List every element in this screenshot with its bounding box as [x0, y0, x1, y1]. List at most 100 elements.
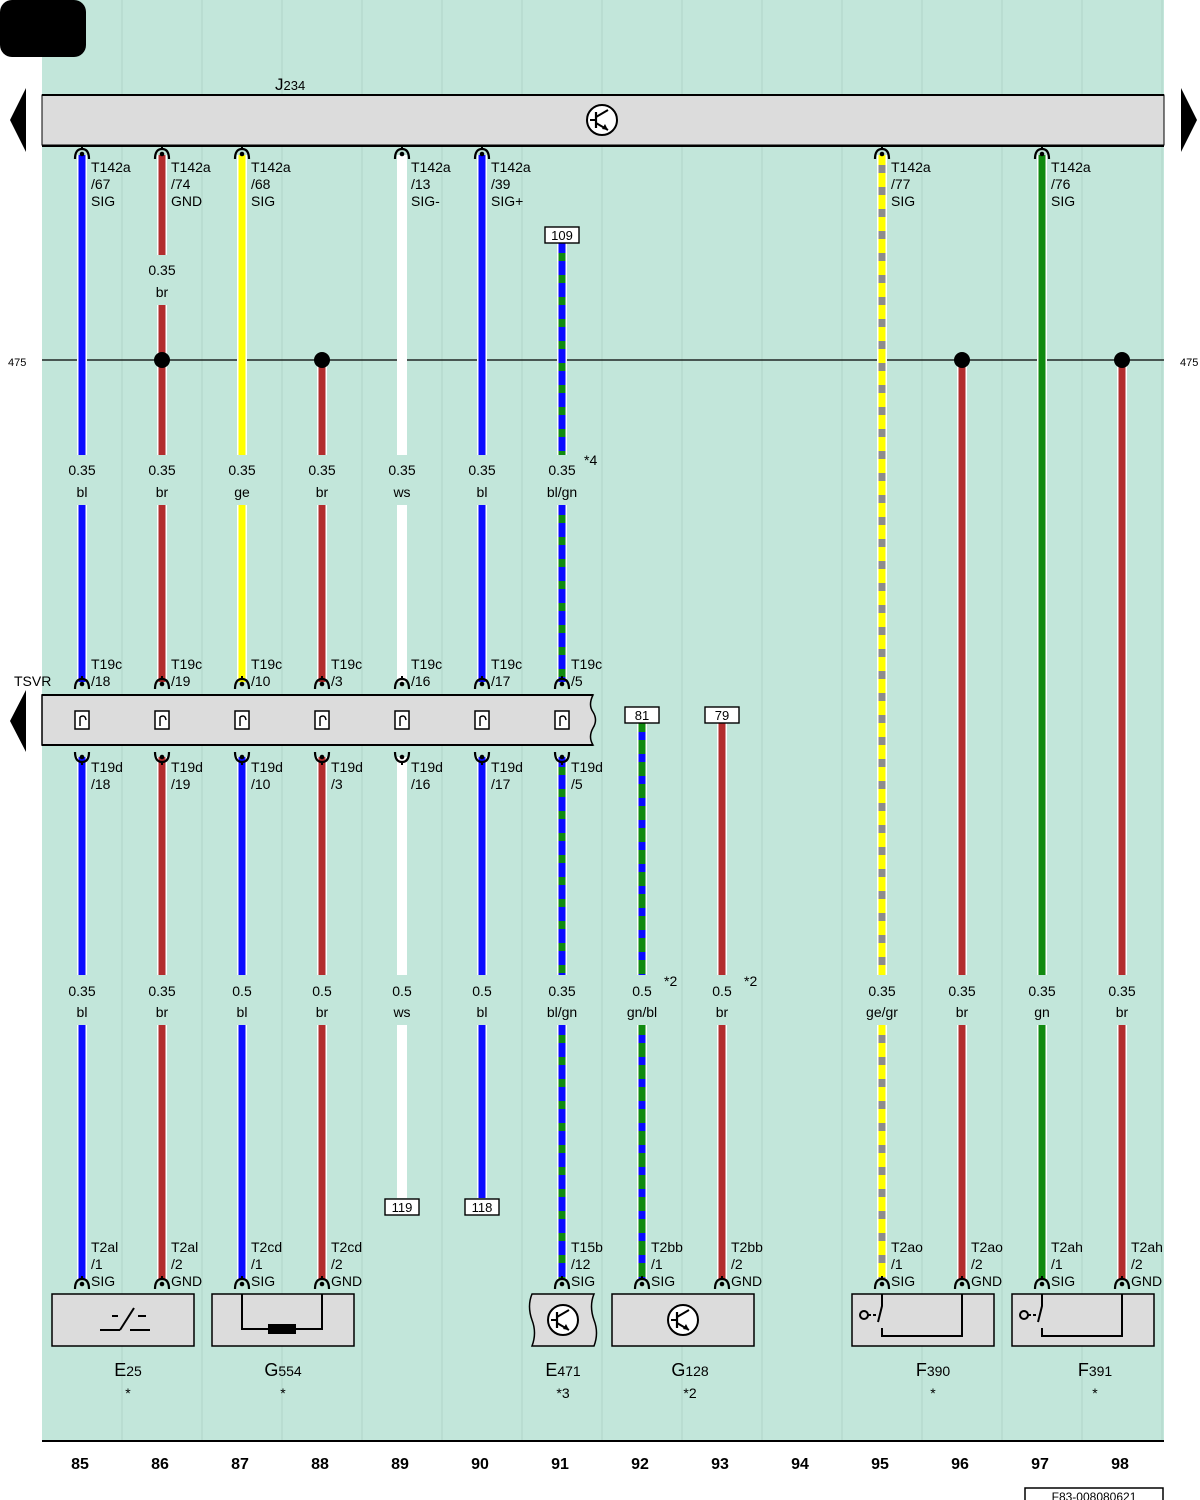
wire-color-label: ge: [234, 484, 250, 500]
module-j234-transistor-icon: [586, 104, 618, 136]
tsvr-pin-icon: [554, 710, 570, 730]
ref-box-109[interactable]: [544, 226, 580, 244]
wire-base-color: [478, 1025, 486, 1198]
component-pin-connector: T2ao: [891, 1239, 923, 1255]
wire-size-label: 0.35: [1028, 983, 1055, 999]
ref-box-79[interactable]: [704, 706, 740, 724]
footnote-marker: *2: [664, 973, 677, 989]
component-g554[interactable]: G554*: [211, 1293, 355, 1401]
column-number: 87: [231, 1456, 249, 1473]
wire-segment: [557, 505, 567, 682]
doc-number-box: [1024, 1487, 1164, 1500]
wire-segment: [237, 757, 247, 975]
component-pin-connector: T15b: [571, 1239, 603, 1255]
continue-left-arrow[interactable]: [10, 88, 26, 152]
wire-base-color: [238, 757, 246, 975]
wire-segment: [637, 722, 647, 975]
component-pin-number: /2: [731, 1256, 743, 1272]
wire-size-label: 0.35: [68, 462, 95, 478]
ref-box-81[interactable]: [624, 706, 660, 724]
pin-label-number: /74: [171, 176, 191, 192]
wire-color-label: gn: [1034, 1004, 1050, 1020]
ref-box-118[interactable]: [464, 1198, 500, 1216]
wire-segment: [1037, 155, 1047, 975]
ref-box-119[interactable]: [384, 1198, 420, 1216]
wire-segment: [1117, 360, 1127, 975]
pin-label-connector: T142a: [251, 159, 291, 175]
component-pin-connector: T2al: [171, 1239, 198, 1255]
doc-number: F83-008080621: [1052, 1490, 1137, 1500]
component-pin-signal: GND: [1131, 1273, 1162, 1289]
tsvr-pin-number: /16: [411, 776, 431, 792]
component-g128[interactable]: G128*2: [611, 1293, 755, 1401]
pin-label-signal: SIG: [91, 193, 115, 209]
switch-blade: [119, 1307, 135, 1331]
component-e471[interactable]: E471*3: [528, 1293, 598, 1401]
component-pin-connector: T2ah: [1051, 1239, 1083, 1255]
component-label-main: G: [264, 1360, 278, 1380]
component-note: *: [1092, 1385, 1098, 1401]
wire-color-label: br: [156, 484, 169, 500]
tsvr-pin-number: /19: [171, 673, 191, 689]
wire-segment: [317, 1025, 327, 1280]
component-e25[interactable]: E25*: [51, 1293, 195, 1401]
tsvr-pin-frame: [474, 710, 490, 730]
column-number: 90: [471, 1456, 489, 1473]
tsvr-pin-icon: [154, 710, 170, 730]
wire-size-label: 0.35: [868, 983, 895, 999]
tsvr-pin-hook: [319, 715, 327, 721]
pin-label-number: /13: [411, 176, 431, 192]
wire-segment: [77, 155, 87, 455]
wire-base-color: [318, 360, 326, 455]
tsvr-continue-left-arrow[interactable]: [10, 690, 26, 752]
tsvr-pin-icon: [474, 710, 490, 730]
wire-base-color: [318, 505, 326, 682]
tsvr-pin-connector: T19c: [251, 656, 282, 672]
wire-size-label: 0.35: [228, 462, 255, 478]
wire-size-label: 0.5: [472, 983, 492, 999]
tsvr-pin-number: /3: [331, 776, 343, 792]
wire-base-color: [558, 757, 566, 975]
wire-base-color: [558, 505, 566, 682]
transistor-collector: [676, 1309, 690, 1318]
component-pin-signal: GND: [331, 1273, 362, 1289]
pin-label-signal: GND: [171, 193, 202, 209]
component-f390[interactable]: F390*: [851, 1293, 995, 1401]
tsvr-pin-number: /19: [171, 776, 191, 792]
component-pin-connector: T2bb: [731, 1239, 763, 1255]
component-pin-signal: SIG: [251, 1273, 275, 1289]
wire-base-color: [78, 757, 86, 975]
transistor-ring: [667, 1304, 699, 1336]
tsvr-pin-frame: [74, 710, 90, 730]
wire-base-color: [718, 722, 726, 975]
tsvr-pin-number: /10: [251, 776, 271, 792]
wire-color-label: bl: [77, 1004, 88, 1020]
wire-segment: [957, 1025, 967, 1280]
tsvr-pin-hook: [239, 715, 247, 721]
component-label: G554: [264, 1360, 302, 1380]
wire-color-label: br: [956, 1004, 969, 1020]
transistor-arrow: [563, 1324, 569, 1330]
wire-size-label: 0.35: [1108, 983, 1135, 999]
component-label-main: E: [545, 1360, 557, 1380]
pin-label-signal: SIG-: [411, 193, 440, 209]
wire-segment: [1117, 1025, 1127, 1280]
component-f391[interactable]: F391*: [1011, 1293, 1155, 1401]
component-pin-signal: GND: [731, 1273, 762, 1289]
wire-segment: [77, 1025, 87, 1280]
wire-segment: [157, 1025, 167, 1280]
wire-base-color: [318, 1025, 326, 1280]
continue-right-arrow[interactable]: [1181, 88, 1197, 152]
pressure-switch-icon: [859, 1294, 963, 1337]
splice-dot: [154, 352, 170, 368]
pin-label-number: /39: [491, 176, 511, 192]
footnote-marker: *4: [584, 452, 597, 468]
switch-icon: [100, 1307, 150, 1331]
wire-base-color: [398, 155, 406, 455]
column-number: 96: [951, 1456, 969, 1473]
wire-segment: [317, 757, 327, 975]
wire-size-label: 0.35: [468, 462, 495, 478]
transistor-arrow: [683, 1324, 689, 1330]
